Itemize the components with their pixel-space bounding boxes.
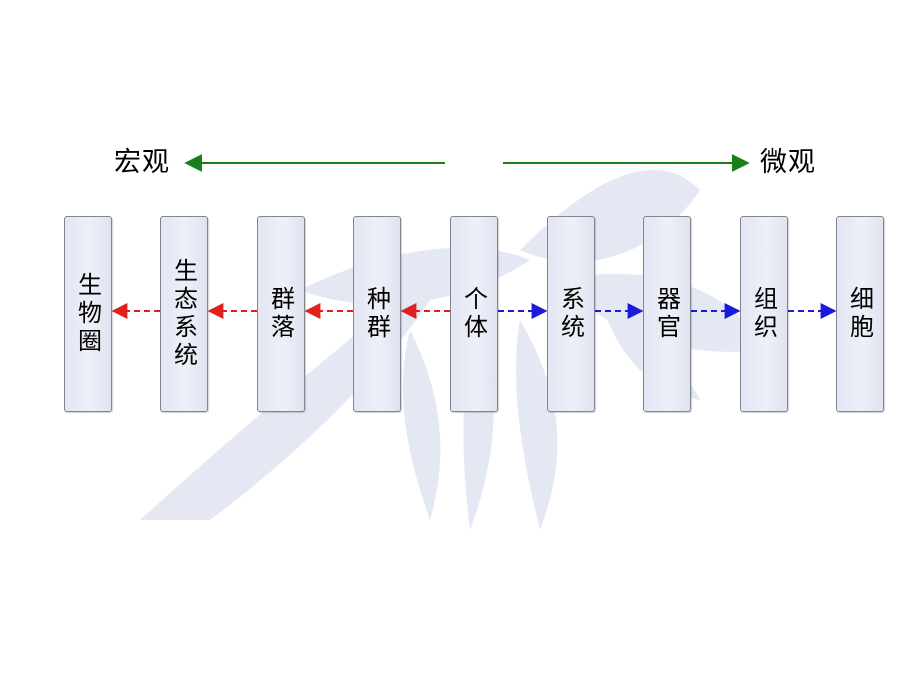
level-label-population: 种群: [362, 286, 391, 342]
level-label-tissue: 组织: [749, 286, 778, 342]
level-box-tissue: 组织: [740, 216, 788, 412]
level-box-community: 群落: [257, 216, 305, 412]
level-label-organ: 器官: [652, 286, 681, 342]
level-box-ecosystem: 生态系统: [160, 216, 208, 412]
level-box-cell: 细胞: [836, 216, 884, 412]
level-label-system: 系统: [556, 286, 585, 342]
macro-label: 宏观: [114, 147, 170, 178]
level-box-population: 种群: [353, 216, 401, 412]
level-label-biosphere: 生物圈: [73, 272, 102, 356]
level-label-community: 群落: [266, 286, 295, 342]
level-box-organ: 器官: [643, 216, 691, 412]
level-label-individual: 个体: [459, 286, 488, 342]
level-box-biosphere: 生物圈: [64, 216, 112, 412]
level-box-individual: 个体: [450, 216, 498, 412]
level-box-system: 系统: [547, 216, 595, 412]
micro-label: 微观: [760, 147, 816, 178]
level-label-cell: 细胞: [845, 286, 874, 342]
level-label-ecosystem: 生态系统: [169, 258, 198, 370]
